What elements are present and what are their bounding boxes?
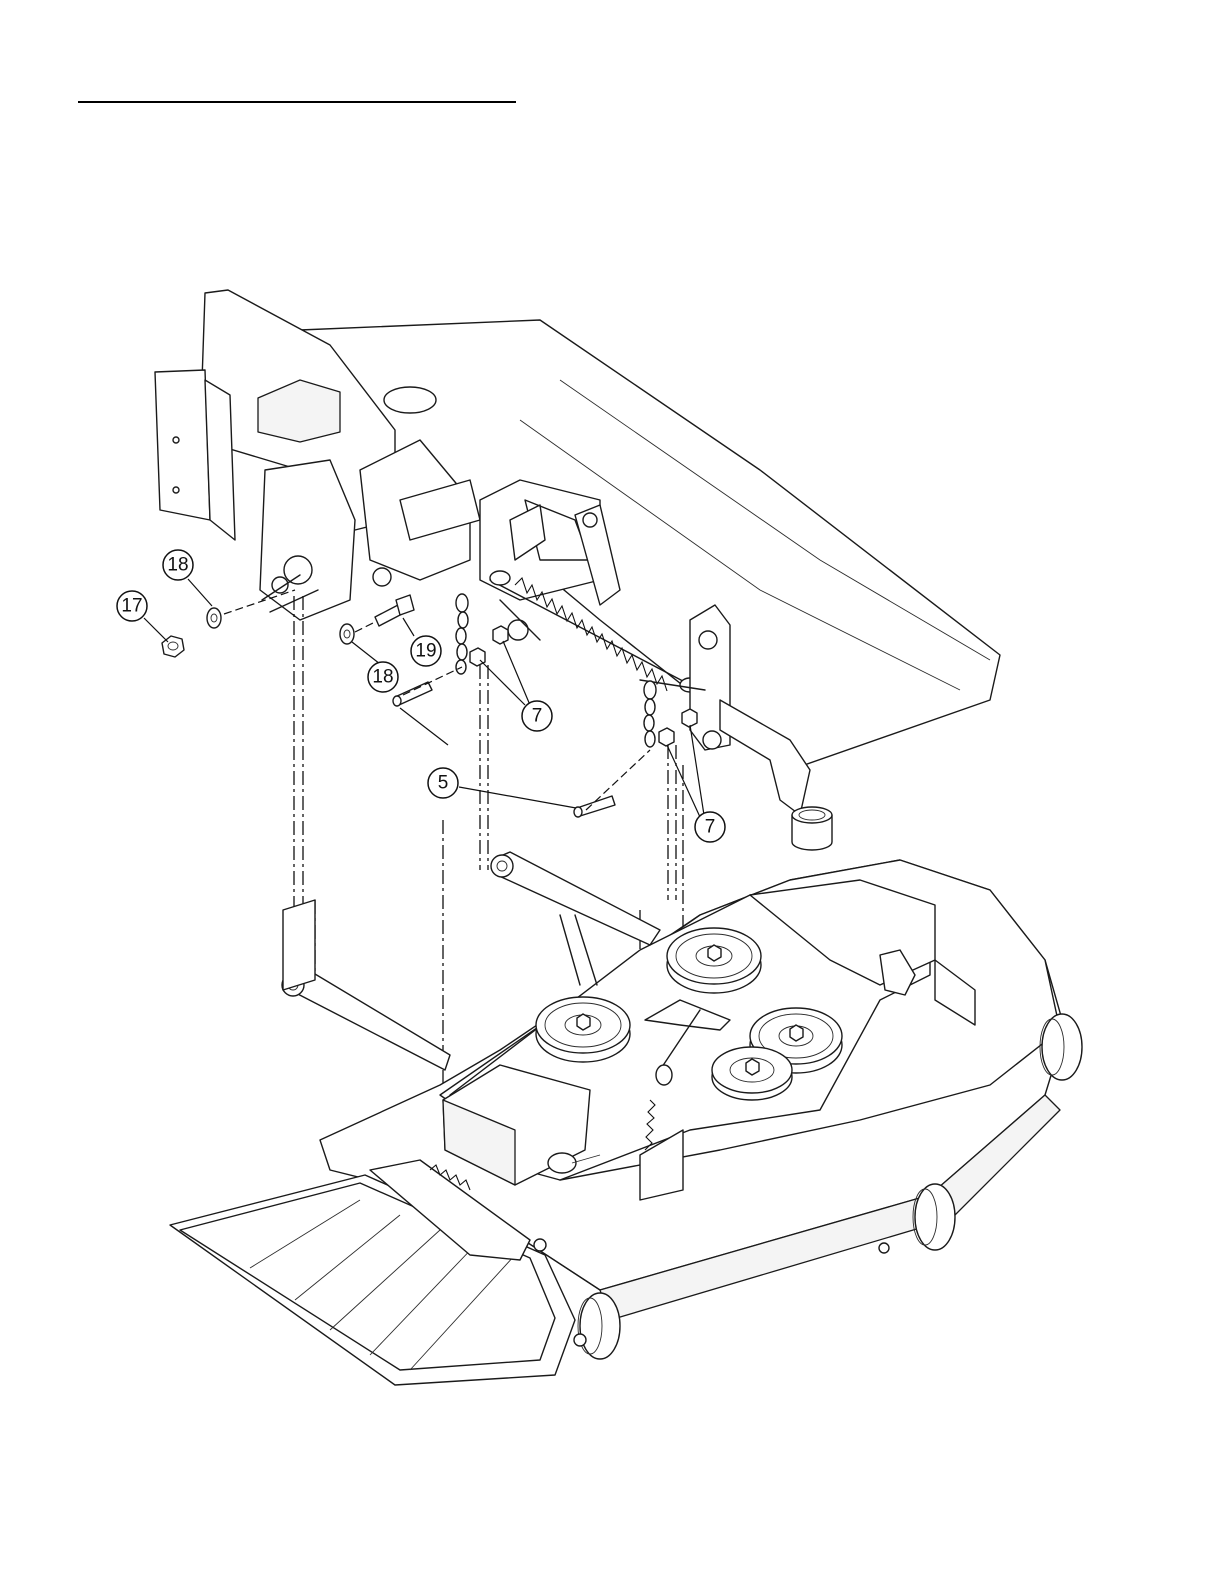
tractor-frame bbox=[155, 290, 1000, 850]
gauge-wheel-left-front bbox=[574, 1293, 620, 1359]
callout-18-left-label: 18 bbox=[167, 555, 188, 576]
callout-17-label: 17 bbox=[121, 596, 142, 617]
pulley-left bbox=[536, 997, 630, 1062]
callout-17: 17 bbox=[117, 591, 147, 621]
bolt-19 bbox=[375, 595, 414, 626]
callout-18-left: 18 bbox=[163, 550, 193, 580]
callout-5: 5 bbox=[428, 768, 458, 798]
callout-7-lower: 7 bbox=[695, 812, 725, 842]
callout-5-label: 5 bbox=[438, 773, 449, 794]
callout-18-center: 18 bbox=[368, 662, 398, 692]
callout-19-label: 19 bbox=[415, 641, 436, 662]
pivot-cylinder bbox=[792, 807, 832, 850]
lift-chain-left bbox=[456, 594, 468, 674]
flat-washer-18a bbox=[207, 608, 221, 628]
hex-nuts-7a bbox=[470, 626, 508, 666]
pulley-idler bbox=[712, 1047, 792, 1100]
callout-18-center-label: 18 bbox=[372, 667, 393, 688]
callout-19: 19 bbox=[411, 636, 441, 666]
pulley-upper-right bbox=[667, 928, 761, 993]
clevis-pin-5a bbox=[393, 682, 432, 706]
flat-washer-18b bbox=[340, 624, 354, 644]
callout-7-lower-label: 7 bbox=[705, 817, 716, 838]
callout-7-upper-label: 7 bbox=[532, 706, 543, 727]
mower-deck bbox=[170, 852, 1082, 1385]
clevis-pin-5b bbox=[574, 796, 615, 817]
callout-7-upper: 7 bbox=[522, 701, 552, 731]
lift-chain-right bbox=[644, 681, 656, 747]
